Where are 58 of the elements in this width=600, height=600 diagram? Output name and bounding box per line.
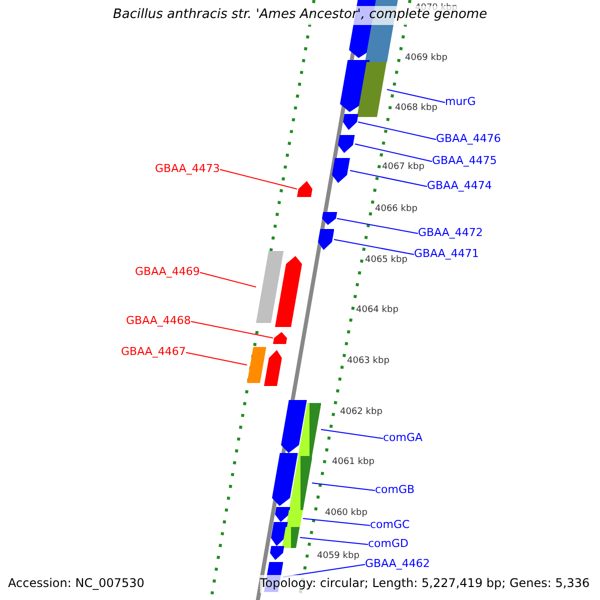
- leader-line: [320, 429, 384, 439]
- gene-pentagon: [342, 114, 358, 130]
- gene-label: murG: [445, 96, 476, 109]
- leader-line: [350, 170, 428, 187]
- gene-label: GBAA_4469: [135, 266, 200, 279]
- gene-pentagon: [274, 256, 302, 327]
- leader-line: [386, 89, 446, 103]
- gene-label: GBAA_4468: [126, 315, 191, 328]
- scale-label: 4062 kbp: [340, 407, 382, 418]
- scale-label: 4065 kbp: [365, 255, 408, 266]
- gene-label: comGC: [370, 519, 410, 532]
- scale-label: 4067 kbp: [382, 162, 424, 172]
- gene-label: comGB: [375, 484, 415, 497]
- gene-pentagon: [318, 229, 334, 250]
- scale-label: 4060 kbp: [325, 508, 368, 518]
- gene-bar: [282, 527, 300, 548]
- scale-label: 4068 kbp: [395, 103, 438, 114]
- leader-line: [354, 144, 432, 162]
- info-text: Topology: circular; Length: 5,227,419 bp; Genes: 5,336: [260, 575, 590, 593]
- gene-pentagon: [272, 332, 287, 344]
- gene-bar: [288, 456, 312, 510]
- gene-label: comGD: [368, 538, 408, 551]
- gene-bar: [246, 347, 266, 383]
- gene-label: GBAA_4474: [427, 180, 492, 193]
- leader-line: [220, 169, 298, 190]
- gene-label: GBAA_4473: [155, 163, 220, 176]
- scale-label: 4063 kbp: [347, 356, 390, 366]
- gene-label: comGA: [383, 432, 423, 445]
- leader-line: [302, 518, 370, 526]
- scale-label: 4066 kbp: [375, 204, 418, 214]
- scale-label: 4069 kbp: [405, 53, 448, 64]
- scale-label: 4059 kbp: [317, 551, 360, 562]
- gene-bar: [298, 403, 321, 456]
- leader-line: [336, 218, 418, 234]
- gene-pentagon: [332, 158, 350, 183]
- gene-pentagon: [264, 350, 282, 386]
- gene-label: GBAA_4472: [418, 227, 483, 240]
- gene-pentagon: [281, 400, 307, 453]
- leader-line: [358, 122, 436, 140]
- info-text: Accession: NC_007530: [8, 575, 144, 593]
- gene-label: GBAA_4475: [432, 155, 497, 168]
- gene-bar: [357, 62, 387, 117]
- leader-line: [190, 321, 274, 338]
- gene-pentagon: [322, 212, 337, 225]
- gene-label: GBAA_4476: [436, 133, 501, 146]
- scale-label: 4064 kbp: [356, 305, 398, 316]
- leader-line: [186, 352, 248, 366]
- scale-label: 4061 kbp: [332, 457, 374, 468]
- gene-label: GBAA_4471: [414, 248, 479, 261]
- gene-label: GBAA_4462: [365, 558, 430, 571]
- gene-pentagon: [338, 135, 355, 153]
- gene-pentagon: [297, 181, 313, 197]
- leader-line: [312, 482, 376, 491]
- gene-label: GBAA_4467: [121, 346, 186, 359]
- leader-line: [300, 537, 368, 545]
- leader-line: [200, 272, 256, 288]
- gene-bar: [256, 251, 284, 323]
- leader-line: [334, 239, 414, 255]
